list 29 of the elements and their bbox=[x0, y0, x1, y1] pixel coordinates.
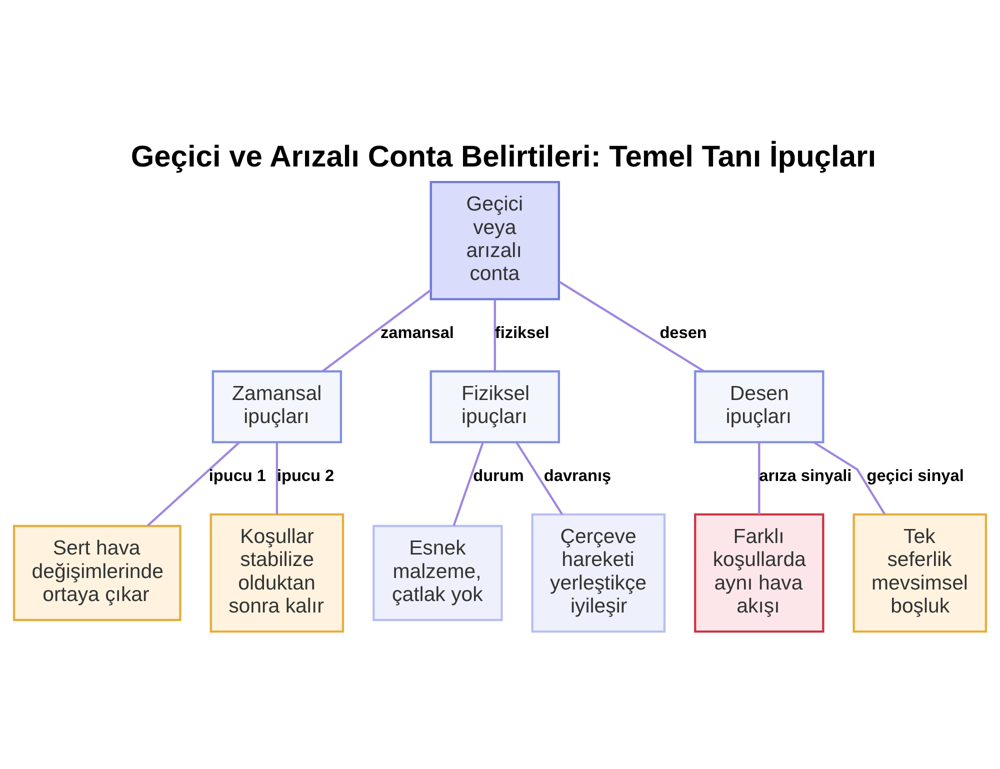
connector bbox=[147, 441, 240, 526]
node-box: Sert hava değişimlerinde ortaya çıkar bbox=[12, 524, 182, 621]
connector bbox=[516, 441, 563, 514]
node-box: Farklı koşullarda aynı hava akışı bbox=[694, 512, 824, 632]
connector bbox=[494, 299, 496, 371]
edge-label: ipucu 2 bbox=[276, 466, 334, 485]
node-box: Geçici veya arızalı conta bbox=[430, 180, 560, 300]
connector bbox=[452, 442, 484, 526]
edge-label: arıza sinyali bbox=[759, 466, 852, 485]
edge-label: durum bbox=[473, 466, 524, 485]
edge-label: zamansal bbox=[380, 324, 454, 342]
connector bbox=[322, 288, 432, 372]
node-box: Desen ipuçları bbox=[694, 370, 824, 443]
node-box: Tek seferlik mevsimsel boşluk bbox=[852, 512, 988, 632]
node-box: Koşullar stabilize olduktan sonra kalır bbox=[210, 512, 344, 632]
connector bbox=[558, 280, 704, 372]
edge-label: geçici sinyal bbox=[866, 466, 964, 485]
diagram-title: Geçici ve Arızalı Conta Belirtileri: Temel Tanı İpuçları bbox=[130, 140, 876, 174]
node-box: Çerçeve hareketi yerleştikçe iyileşir bbox=[531, 512, 666, 632]
connector bbox=[758, 442, 760, 514]
node-box: Zamansal ipuçları bbox=[212, 370, 342, 443]
node-box: Fiziksel ipuçları bbox=[430, 370, 560, 443]
edge-label: davranış bbox=[544, 466, 612, 485]
node-box: Esnek malzeme, çatlak yok bbox=[372, 524, 503, 621]
edge-label: desen bbox=[660, 324, 707, 342]
edge-label: fiziksel bbox=[494, 324, 550, 342]
edge-label: ipucu 1 bbox=[208, 466, 266, 485]
connector bbox=[276, 442, 278, 514]
connector bbox=[813, 440, 886, 514]
